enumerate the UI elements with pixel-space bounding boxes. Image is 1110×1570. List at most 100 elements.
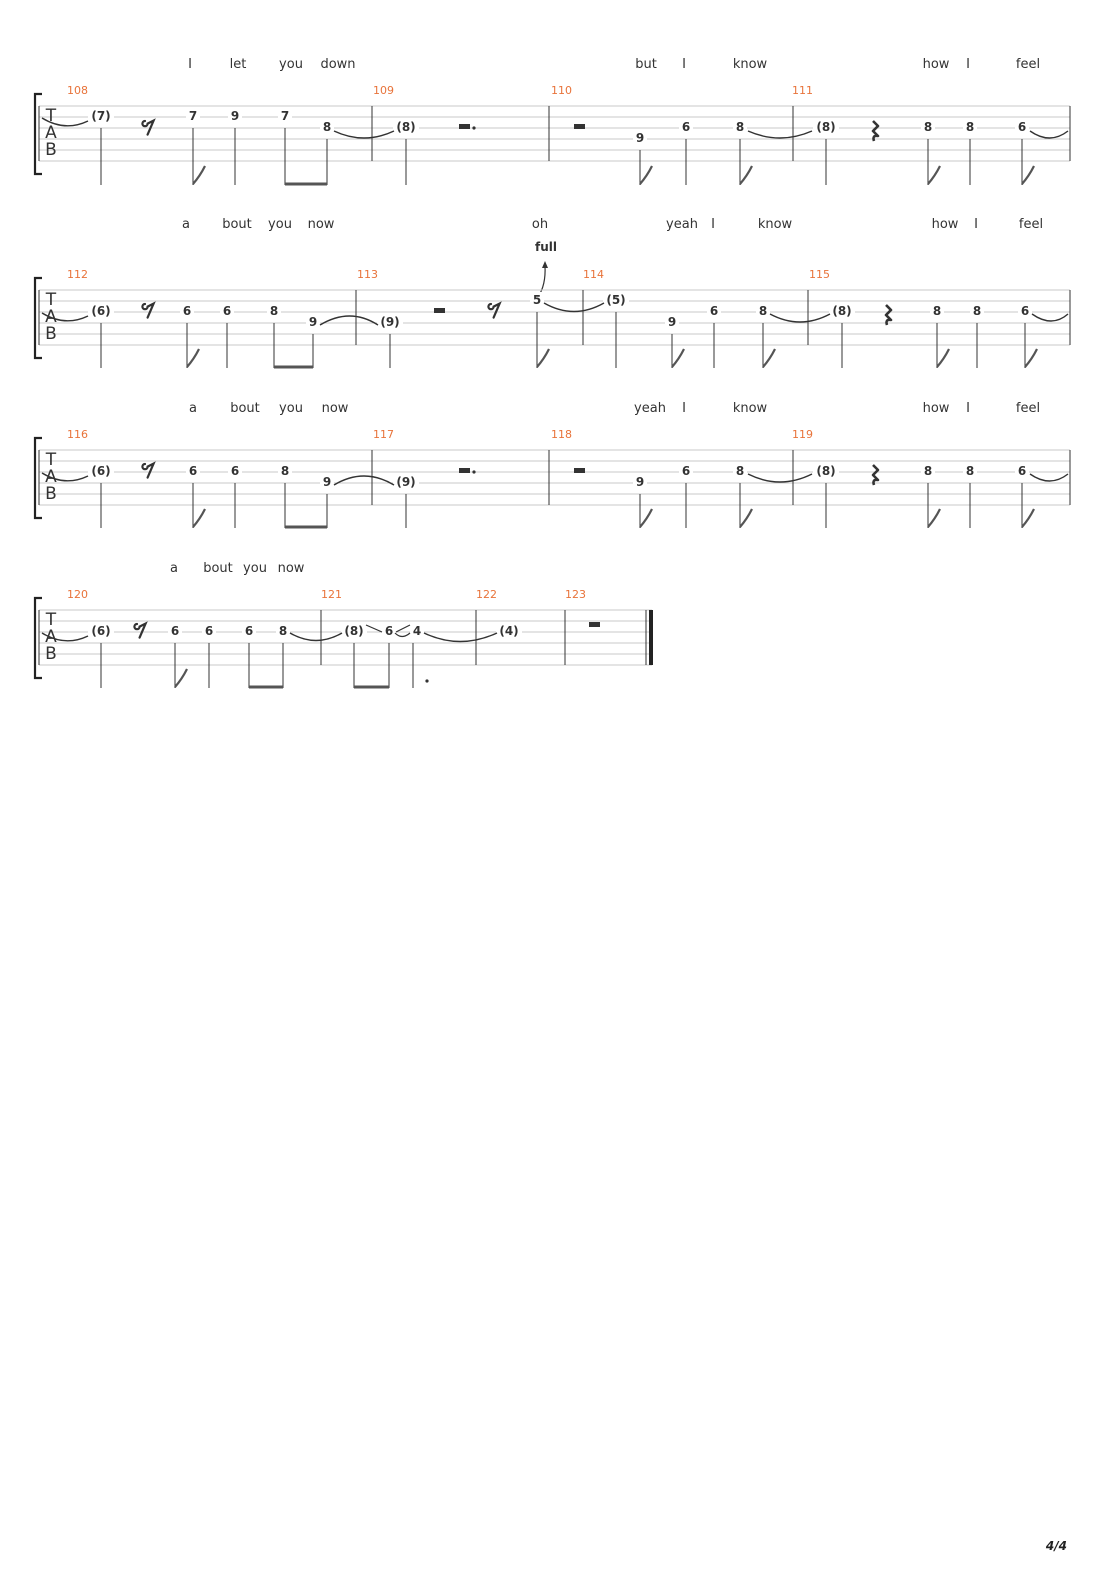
lyric-syllable: I xyxy=(682,401,686,416)
lyric-syllable: you xyxy=(279,57,303,72)
fret-number: 8 xyxy=(736,120,744,134)
tab-clef-letter: B xyxy=(45,644,57,664)
lyric-syllable: yeah xyxy=(634,401,666,416)
ties xyxy=(41,302,1069,326)
tab-clef-letter: T xyxy=(45,290,57,310)
fret-number: 8 xyxy=(270,304,278,318)
lyric-syllable: down xyxy=(320,57,355,72)
fret-numbers: (6) 6 6 8 9 (9) 9 6 8 (8) 8 8 6 xyxy=(88,463,1029,489)
measure-number: 115 xyxy=(809,268,830,281)
fret-numbers: (6) 6 6 8 9 (9) 5 (5) 9 6 8 (8) 8 xyxy=(88,292,1032,329)
lyric-syllable: let xyxy=(230,57,247,72)
half-rest xyxy=(459,124,470,129)
lyric-syllable: how xyxy=(923,57,950,72)
fret-number: 6 xyxy=(385,624,393,638)
barlines xyxy=(38,450,1071,505)
fret-number: 8 xyxy=(281,464,289,478)
rests xyxy=(141,302,893,327)
fret-number: 4 xyxy=(413,624,421,638)
fret-number: 8 xyxy=(966,464,974,478)
lyric-syllable: a xyxy=(189,401,197,416)
tab-staff-lines xyxy=(39,289,1070,346)
system-1: I let you down but I know how I feel 108… xyxy=(33,57,1071,186)
fret-number: 9 xyxy=(309,315,317,329)
fret-number: (8) xyxy=(396,120,415,134)
barlines xyxy=(38,290,1071,345)
lyric-syllable: I xyxy=(966,401,970,416)
tab-staff-lines xyxy=(39,449,1070,506)
page-number: 4/4 xyxy=(1045,1539,1067,1553)
lyric-syllable: feel xyxy=(1016,401,1040,416)
ties xyxy=(41,117,1069,139)
fret-number: (4) xyxy=(499,624,518,638)
fret-number: 9 xyxy=(668,315,676,329)
measure-number: 112 xyxy=(67,268,88,281)
lyric-syllable: now xyxy=(308,217,335,232)
fret-number: 5 xyxy=(533,293,541,307)
lyric-syllable: bout xyxy=(230,401,260,416)
lyric-syllable: I xyxy=(188,57,192,72)
rests xyxy=(133,622,600,639)
system-bracket xyxy=(33,436,42,520)
fret-number: (8) xyxy=(832,304,851,318)
note-stems xyxy=(100,483,1023,528)
fret-number: 8 xyxy=(736,464,744,478)
ties xyxy=(41,632,498,643)
fret-number: 9 xyxy=(636,131,644,145)
fret-number: (7) xyxy=(91,109,110,123)
tab-staff-lines xyxy=(39,105,1070,162)
tab-clef-letter: B xyxy=(45,484,57,504)
rests xyxy=(141,119,880,143)
lyrics-line: a bout you now oh yeah I know how I feel xyxy=(182,217,1043,232)
note-stems xyxy=(100,128,1023,185)
lyric-syllable: bout xyxy=(222,217,252,232)
tab-clef-letter: T xyxy=(45,450,57,470)
fret-number: (6) xyxy=(91,624,110,638)
fret-number: 9 xyxy=(231,109,239,123)
lyric-syllable: I xyxy=(966,57,970,72)
fret-number: 6 xyxy=(231,464,239,478)
lyrics-line: a bout you now yeah I know how I feel xyxy=(189,401,1040,416)
fret-number: 6 xyxy=(1018,464,1026,478)
measure-number: 119 xyxy=(792,428,813,441)
eighth-rest xyxy=(487,302,501,319)
dot xyxy=(472,126,476,130)
lyric-syllable: a xyxy=(182,217,190,232)
fret-number: 6 xyxy=(245,624,253,638)
tab-clef-letter: A xyxy=(45,123,57,143)
lyric-syllable: bout xyxy=(203,561,233,576)
system-bracket xyxy=(33,92,42,176)
tab-clef-letter: B xyxy=(45,140,57,160)
quarter-rest xyxy=(871,119,880,143)
flag xyxy=(174,668,188,688)
lyric-syllable: now xyxy=(322,401,349,416)
fret-number: 6 xyxy=(1018,120,1026,134)
dot xyxy=(425,679,429,683)
eighth-rest xyxy=(141,462,155,479)
half-rest xyxy=(459,468,470,473)
fret-number: 6 xyxy=(205,624,213,638)
lyric-syllable: a xyxy=(170,561,178,576)
fret-number: (9) xyxy=(380,315,399,329)
fret-number: 8 xyxy=(966,120,974,134)
fret-number: 9 xyxy=(636,475,644,489)
half-rest xyxy=(574,124,585,129)
quarter-rest xyxy=(884,303,893,327)
fret-number: 6 xyxy=(1021,304,1029,318)
measure-number: 114 xyxy=(583,268,604,281)
system-4: a bout you now 120 121 122 123 T A B (6)… xyxy=(33,561,653,689)
measure-number: 121 xyxy=(321,588,342,601)
note-stems xyxy=(100,312,1026,368)
fret-number: 6 xyxy=(682,464,690,478)
system-3: a bout you now yeah I know how I feel 11… xyxy=(33,401,1071,529)
lyric-syllable: now xyxy=(278,561,305,576)
measure-number: 122 xyxy=(476,588,497,601)
bend-arrowhead xyxy=(542,261,548,268)
lyric-syllable: feel xyxy=(1016,57,1040,72)
fret-number: 6 xyxy=(223,304,231,318)
lyric-syllable: yeah xyxy=(666,217,698,232)
lyric-syllable: I xyxy=(974,217,978,232)
fret-number: 8 xyxy=(973,304,981,318)
bend-label: full xyxy=(535,240,557,254)
